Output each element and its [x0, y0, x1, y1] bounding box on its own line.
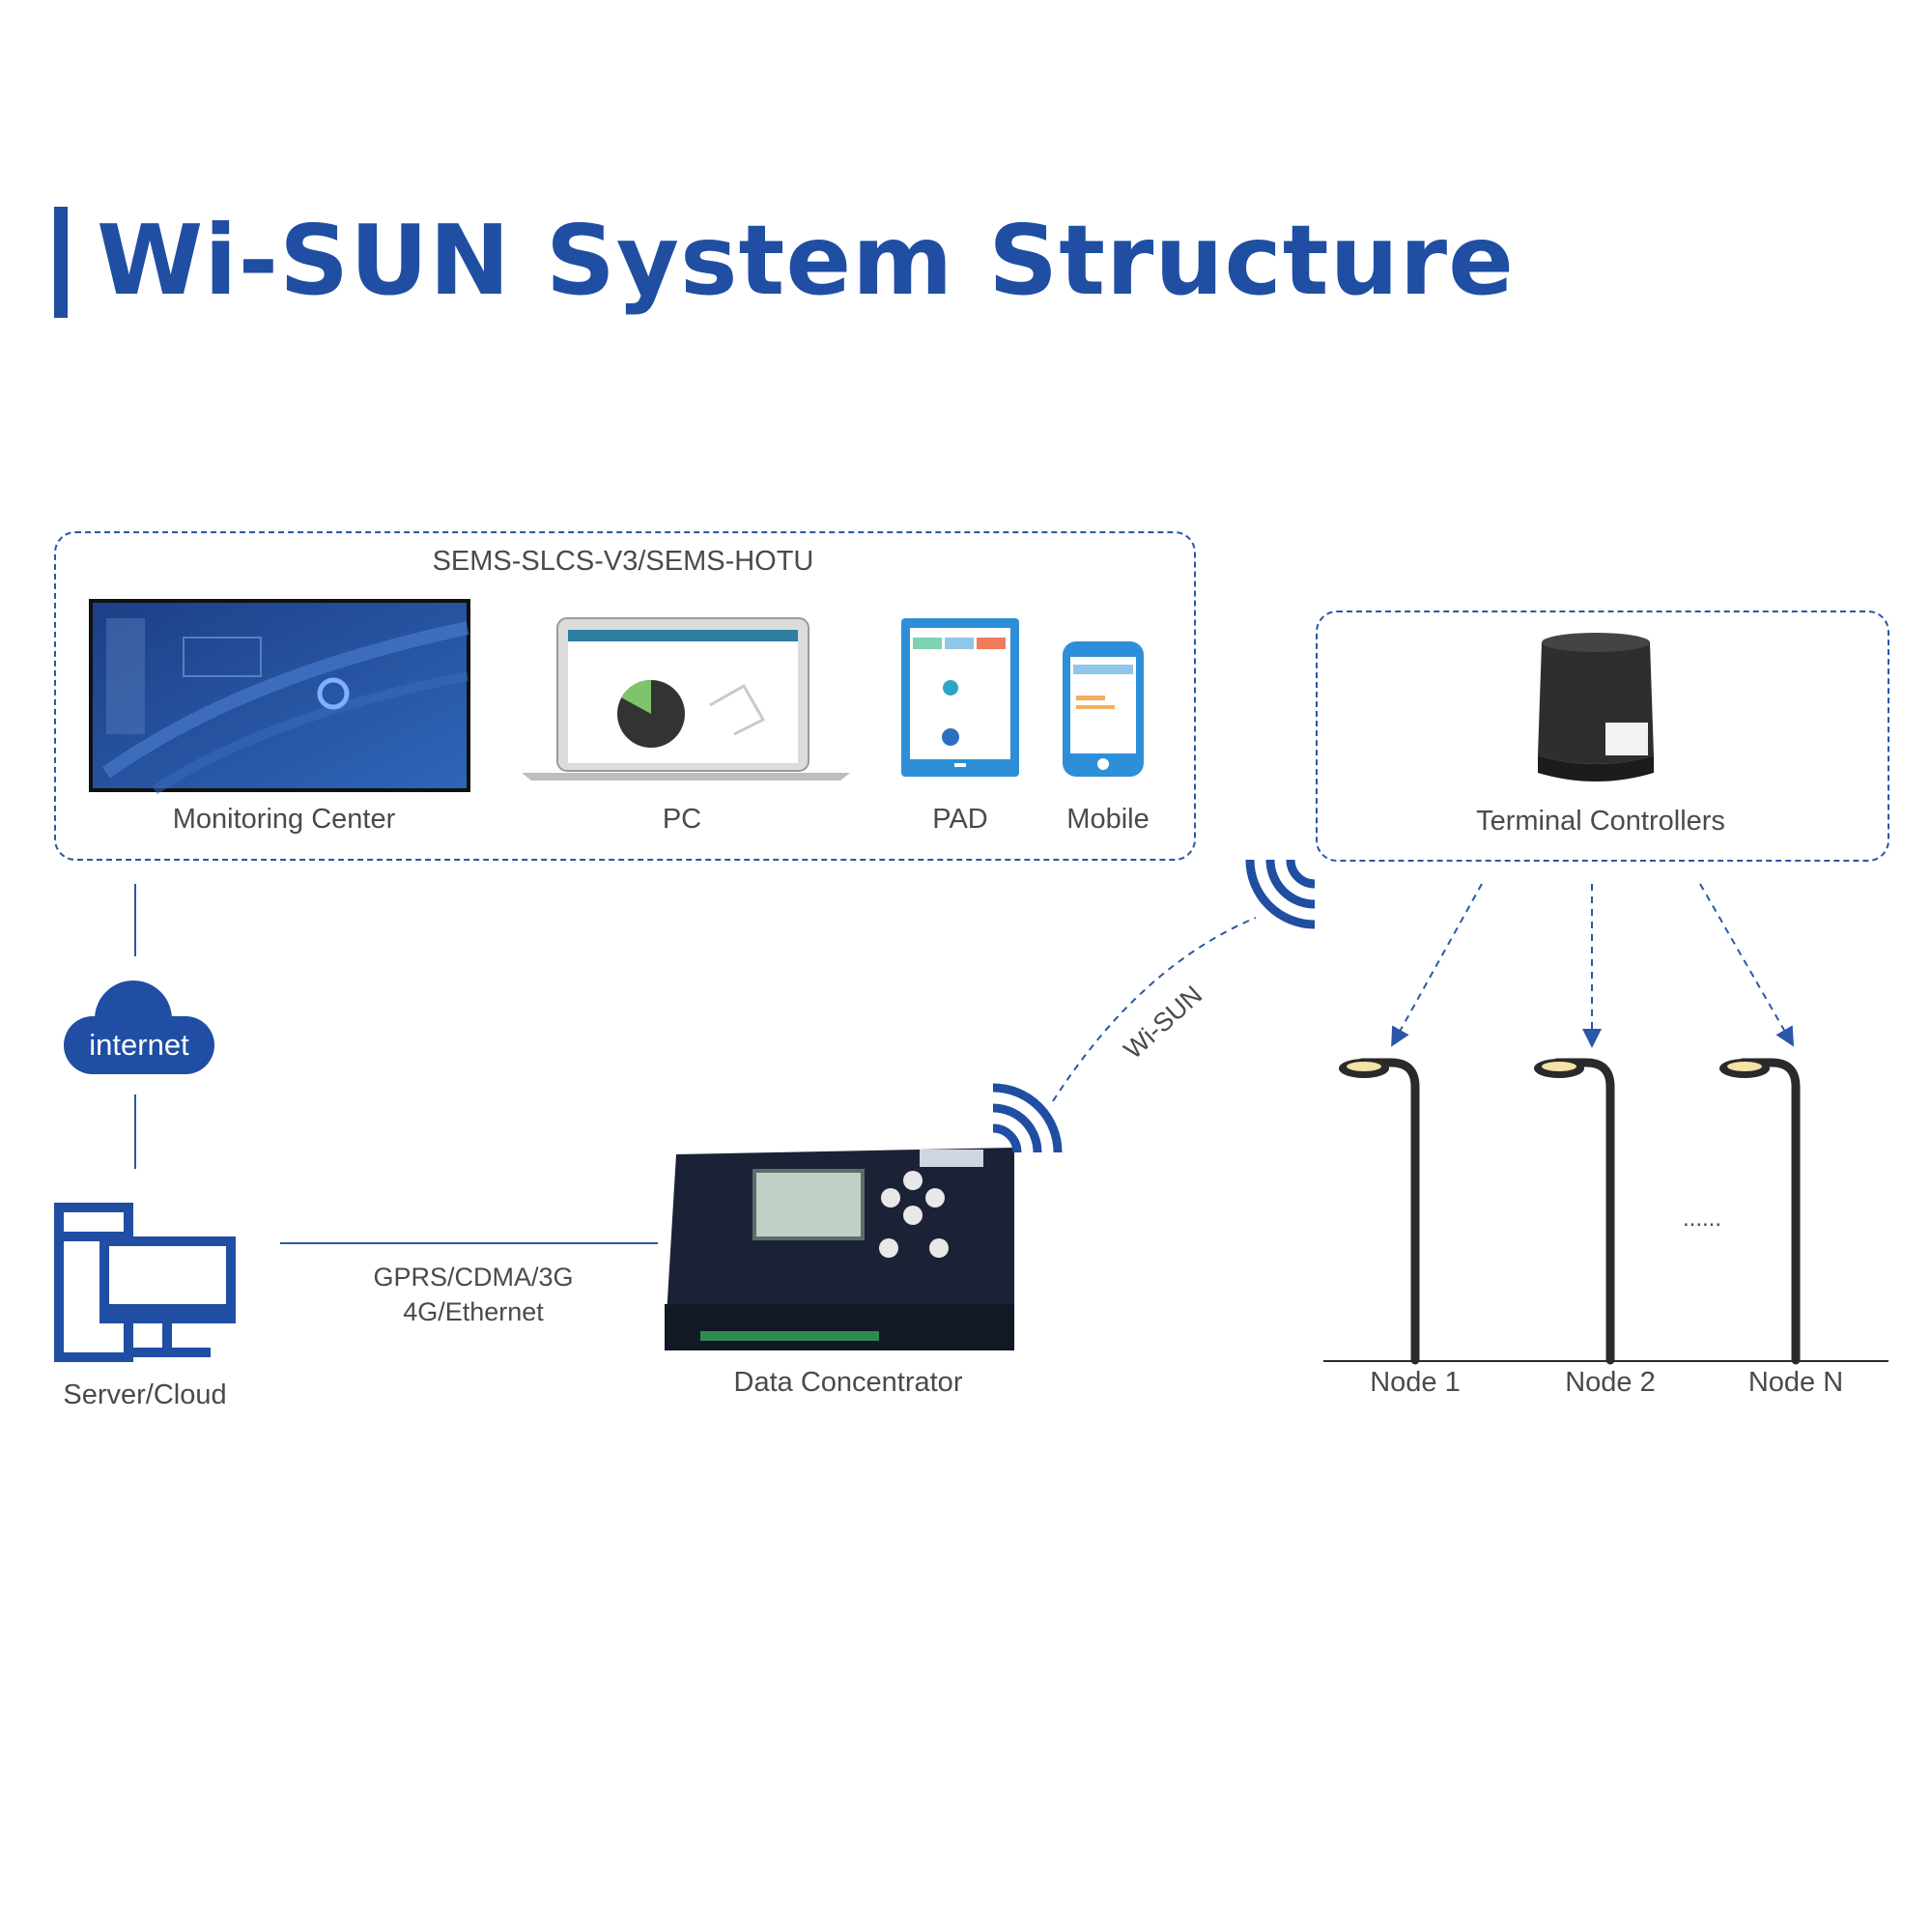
monitoring-center-label: Monitoring Center	[172, 804, 396, 835]
link-protocols-line-1: GPRS/CDMA/3G	[373, 1263, 574, 1292]
wisun-label: Wi-SUN	[1119, 980, 1208, 1065]
wisun-link	[1052, 917, 1257, 1102]
server-icon	[54, 1203, 236, 1362]
software-group-box	[54, 531, 1196, 861]
nodes-ellipsis: ......	[1682, 1206, 1721, 1232]
concentrator-signal-icon	[992, 1083, 1063, 1153]
terminal-signal-icon	[1245, 859, 1316, 929]
internet-cloud-icon	[64, 980, 214, 1074]
server-cloud-label: Server/Cloud	[63, 1379, 227, 1410]
data-concentrator-image	[665, 1148, 1014, 1350]
node-2-label: Node 2	[1565, 1367, 1656, 1398]
node-1-label: Node 1	[1370, 1367, 1461, 1398]
title-accent-bar	[54, 207, 68, 318]
data-concentrator-label: Data Concentrator	[733, 1367, 963, 1398]
monitoring-center-image	[89, 599, 470, 795]
page-title: Wi-SUN System Structure	[97, 204, 1515, 317]
terminal-group-box	[1316, 611, 1889, 862]
terminal-controller-image	[1538, 633, 1654, 781]
link-protocols-line-2: 4G/Ethernet	[403, 1297, 544, 1326]
arrow-to-node-1	[1391, 883, 1483, 1047]
pad-label: PAD	[932, 804, 988, 835]
pc-laptop-image	[522, 617, 850, 781]
pc-label: PC	[662, 804, 702, 835]
street-light-node-n	[1719, 1058, 1801, 1365]
software-group-label: SEMS-SLCS-V3/SEMS-HOTU	[432, 546, 814, 577]
pad-image	[901, 618, 1019, 777]
street-light-node-1	[1339, 1058, 1420, 1365]
mobile-image	[1063, 641, 1144, 777]
node-n-label: Node N	[1747, 1367, 1844, 1398]
terminal-controllers-label: Terminal Controllers	[1476, 806, 1725, 837]
arrow-to-node-n	[1699, 883, 1794, 1047]
street-light-node-2	[1534, 1058, 1615, 1365]
mobile-label: Mobile	[1066, 804, 1150, 835]
internet-label: internet	[89, 1028, 189, 1062]
